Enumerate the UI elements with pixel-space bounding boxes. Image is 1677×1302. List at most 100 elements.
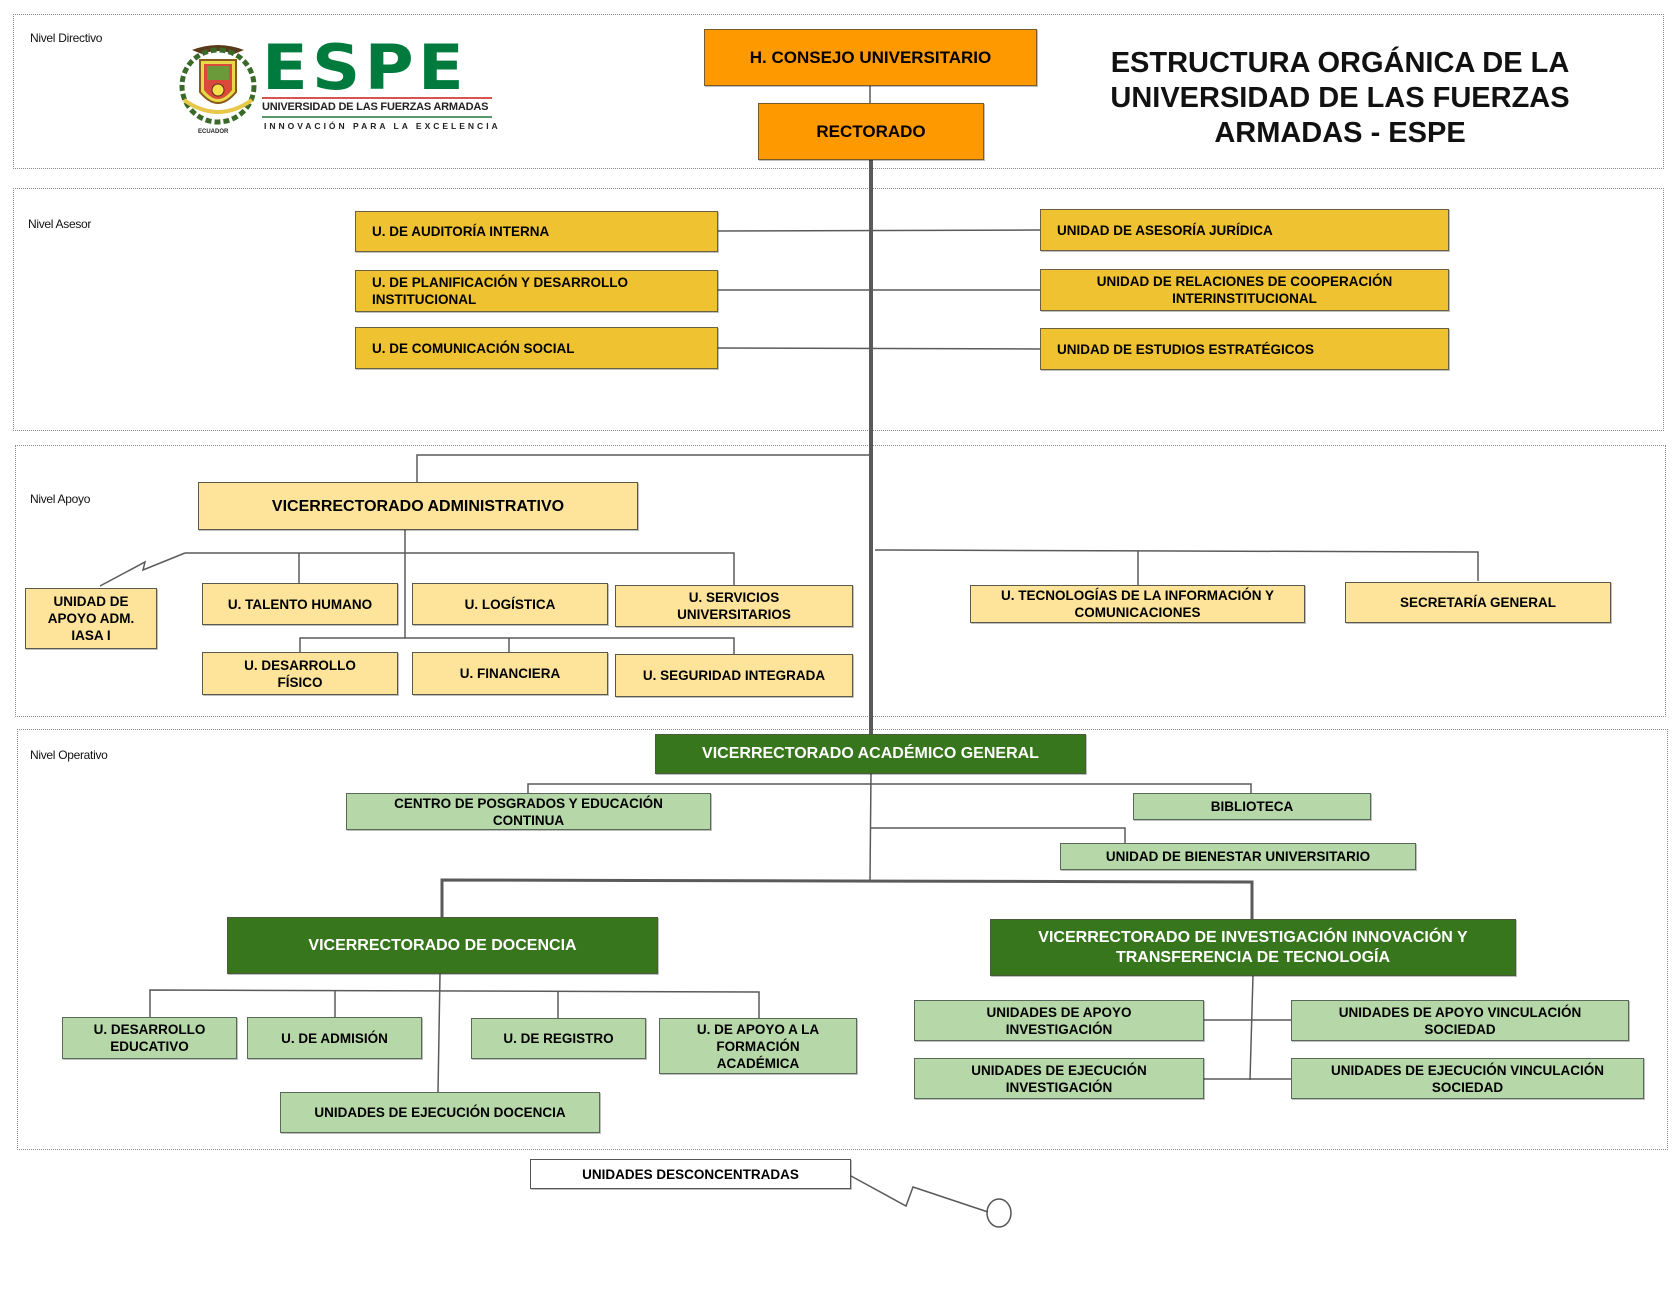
- connector-iasa-zigzag: [99, 552, 186, 587]
- connector-academico-down: [869, 773, 872, 881]
- node-label: VICERRECTORADO DE INVESTIGACIÓN INNOVACI…: [1038, 928, 1468, 966]
- node-asesoria-juridica[interactable]: UNIDAD DE ASESORÍA JURÍDICA: [1040, 209, 1449, 251]
- node-label: U. DE REGISTRO: [503, 1031, 614, 1046]
- node-planificacion[interactable]: U. DE PLANIFICACIÓN Y DESARROLLO INSTITU…: [355, 270, 718, 312]
- node-label: U. DE ADMISIÓN: [281, 1030, 388, 1046]
- connector-docencia-down: [437, 973, 441, 1093]
- level-label-directivo: Nivel Directivo: [30, 31, 103, 45]
- node-vicerrectorado-docencia[interactable]: VICERRECTORADO DE DOCENCIA: [227, 917, 658, 974]
- node-talento-humano[interactable]: U. TALENTO HUMANO: [202, 583, 398, 625]
- level-operativo-frame: [17, 729, 1668, 1150]
- connector-academico-children: [527, 783, 1252, 793]
- node-label: U. DE AUDITORÍA INTERNA: [372, 224, 550, 239]
- node-unidades-desconcentradas[interactable]: UNIDADES DESCONCENTRADAS: [530, 1159, 851, 1189]
- node-label: UNIDADES DESCONCENTRADAS: [582, 1166, 799, 1182]
- logo-divider-green: [262, 116, 492, 118]
- node-vicerrectorado-academico[interactable]: VICERRECTORADO ACADÉMICO GENERAL: [655, 734, 1086, 774]
- node-label: UNIDAD DE RELACIONES DE COOPERACIÓN INTE…: [1096, 274, 1393, 306]
- node-ejecucion-investigacion[interactable]: UNIDADES DE EJECUCIÓN INVESTIGACIÓN: [914, 1058, 1204, 1099]
- connector-bienestar: [870, 827, 1126, 843]
- node-label: UNIDADES DE EJECUCIÓN VINCULACIÓN SOCIED…: [1330, 1062, 1605, 1095]
- node-servicios-universitarios[interactable]: U. SERVICIOS UNIVERSITARIOS: [615, 585, 853, 627]
- node-logistica[interactable]: U. LOGÍSTICA: [412, 583, 608, 625]
- node-vicerrectorado-administrativo[interactable]: VICERRECTORADO ADMINISTRATIVO: [198, 482, 638, 530]
- node-biblioteca[interactable]: BIBLIOTECA: [1133, 793, 1371, 820]
- node-apoyo-vinculacion[interactable]: UNIDADES DE APOYO VINCULACIÓN SOCIEDAD: [1291, 1000, 1629, 1041]
- node-seguridad-integrada[interactable]: U. SEGURIDAD INTEGRADA: [615, 654, 853, 697]
- node-financiera[interactable]: U. FINANCIERA: [412, 652, 608, 695]
- node-relaciones-cooperacion[interactable]: UNIDAD DE RELACIONES DE COOPERACIÓN INTE…: [1040, 269, 1449, 311]
- node-posgrados[interactable]: CENTRO DE POSGRADOS Y EDUCACIÓN CONTINUA: [346, 793, 711, 830]
- connector-investigacion-down: [1249, 974, 1254, 1081]
- logo-tagline: INNOVACIÓN PARA LA EXCELENCIA: [264, 121, 501, 131]
- node-label: UNIDADES DE EJECUCIÓN DOCENCIA: [314, 1105, 566, 1120]
- node-apoyo-formacion[interactable]: U. DE APOYO A LA FORMACIÓN ACADÉMICA: [659, 1018, 857, 1074]
- node-label: UNIDAD DE ESTUDIOS ESTRATÉGICOS: [1057, 341, 1315, 357]
- title-line: ESTRUCTURA ORGÁNICA DE LA: [1110, 47, 1570, 79]
- level-label-operativo: Nivel Operativo: [30, 748, 108, 762]
- node-registro[interactable]: U. DE REGISTRO: [471, 1018, 646, 1059]
- espe-seal-icon: [179, 45, 257, 125]
- node-label: U. DESARROLLO EDUCATIVO: [93, 1022, 206, 1054]
- node-label: UNIDADES DE APOYO INVESTIGACIÓN: [986, 1004, 1132, 1037]
- level-label-asesor: Nivel Asesor: [28, 217, 92, 231]
- node-iasa[interactable]: UNIDAD DE APOYO ADM. IASA I: [25, 588, 157, 649]
- node-label: UNIDAD DE BIENESTAR UNIVERSITARIO: [1105, 849, 1371, 864]
- node-label: CENTRO DE POSGRADOS Y EDUCACIÓN CONTINUA: [394, 795, 663, 828]
- level-asesor-frame: [13, 188, 1664, 431]
- desconcentradas-node-circle: [986, 1198, 1012, 1228]
- connector-admin-row2: [299, 637, 735, 654]
- node-label: U. LOGÍSTICA: [464, 596, 556, 612]
- node-consejo-universitario[interactable]: H. CONSEJO UNIVERSITARIO: [704, 29, 1037, 86]
- node-bienestar-universitario[interactable]: UNIDAD DE BIENESTAR UNIVERSITARIO: [1060, 843, 1416, 870]
- level-directivo-frame: [13, 14, 1664, 169]
- connector-comunicacion: [717, 347, 1041, 350]
- node-tecnologias-informacion[interactable]: U. TECNOLOGÍAS DE LA INFORMACIÓN Y COMUN…: [970, 585, 1305, 623]
- node-desarrollo-educativo[interactable]: U. DESARROLLO EDUCATIVO: [62, 1017, 237, 1059]
- title-line: UNIVERSIDAD DE LAS FUERZAS: [1110, 82, 1570, 114]
- node-label: SECRETARÍA GENERAL: [1399, 595, 1556, 610]
- node-rectorado[interactable]: RECTORADO: [758, 103, 984, 160]
- node-label: U. SEGURIDAD INTEGRADA: [642, 668, 826, 683]
- level-apoyo-frame: [15, 445, 1666, 717]
- logo-wordmark: ESPE: [262, 42, 469, 94]
- connector-vicerrectorados: [440, 878, 1254, 919]
- node-label: VICERRECTORADO ADMINISTRATIVO: [271, 497, 565, 515]
- node-label: U. DESARROLLO FÍSICO: [244, 657, 356, 690]
- node-desarrollo-fisico[interactable]: U. DESARROLLO FÍSICO: [202, 652, 398, 695]
- espe-logo: ECUADOR ESPE UNIVERSIDAD DE LAS FUERZAS …: [178, 42, 498, 137]
- node-secretaria-general[interactable]: SECRETARÍA GENERAL: [1345, 582, 1611, 623]
- level-label-apoyo: Nivel Apoyo: [30, 492, 91, 506]
- node-apoyo-investigacion[interactable]: UNIDADES DE APOYO INVESTIGACIÓN: [914, 1000, 1204, 1041]
- node-label: H. CONSEJO UNIVERSITARIO: [749, 48, 992, 67]
- node-label: VICERRECTORADO DE DOCENCIA: [308, 936, 577, 954]
- node-label: U. FINANCIERA: [459, 666, 561, 681]
- title-line: ARMADAS - ESPE: [1214, 117, 1466, 149]
- node-label: VICERRECTORADO ACADÉMICO GENERAL: [702, 745, 1039, 762]
- node-label: RECTORADO: [816, 122, 926, 141]
- node-label: U. TALENTO HUMANO: [227, 596, 373, 612]
- seal-country-text: ECUADOR: [198, 129, 229, 135]
- node-label: UNIDAD DE APOYO ADM. IASA I: [47, 594, 135, 643]
- node-label: UNIDADES DE EJECUCIÓN INVESTIGACIÓN: [971, 1062, 1147, 1095]
- node-label: U. TECNOLOGÍAS DE LA INFORMACIÓN Y COMUN…: [1000, 588, 1274, 620]
- node-label: UNIDAD DE ASESORÍA JURÍDICA: [1057, 222, 1273, 238]
- node-ejecucion-docencia[interactable]: UNIDADES DE EJECUCIÓN DOCENCIA: [280, 1092, 600, 1133]
- node-label: U. DE PLANIFICACIÓN Y DESARROLLO INSTITU…: [372, 275, 629, 307]
- node-label: U. DE APOYO A LA FORMACIÓN ACADÉMICA: [696, 1021, 820, 1071]
- connector-vicerrectorado-admin: [416, 454, 871, 483]
- node-auditoria-interna[interactable]: U. DE AUDITORÍA INTERNA: [355, 211, 718, 252]
- node-vicerrectorado-investigacion[interactable]: VICERRECTORADO DE INVESTIGACIÓN INNOVACI…: [990, 919, 1516, 976]
- node-estudios-estrategicos[interactable]: UNIDAD DE ESTUDIOS ESTRATÉGICOS: [1040, 328, 1449, 370]
- node-admision[interactable]: U. DE ADMISIÓN: [247, 1017, 422, 1059]
- page-title: ESTRUCTURA ORGÁNICA DE LA UNIVERSIDAD DE…: [1060, 46, 1620, 151]
- node-ejecucion-vinculacion[interactable]: UNIDADES DE EJECUCIÓN VINCULACIÓN SOCIED…: [1291, 1058, 1644, 1099]
- connector-auditoria: [717, 229, 1041, 232]
- node-label: BIBLIOTECA: [1210, 799, 1294, 814]
- connector-admin-row1: [185, 552, 735, 585]
- connector-apoyo-right: [874, 549, 1479, 581]
- node-comunicacion-social[interactable]: U. DE COMUNICACIÓN SOCIAL: [355, 327, 718, 369]
- connector-desconcentradas-zigzag: [850, 1175, 989, 1213]
- node-label: U. SERVICIOS UNIVERSITARIOS: [677, 590, 791, 622]
